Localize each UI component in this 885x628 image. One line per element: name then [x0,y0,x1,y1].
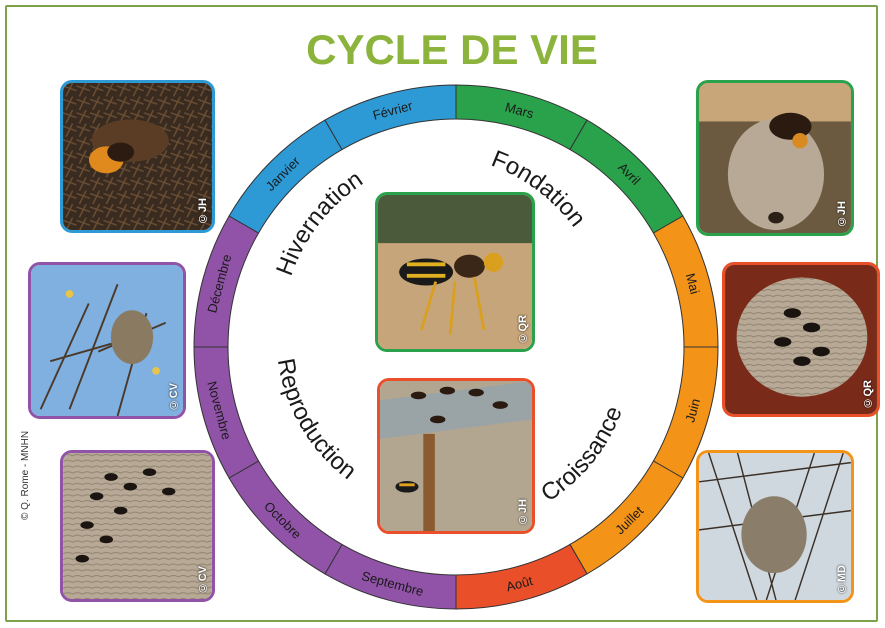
nest-with-workers-photo-icon [725,265,877,414]
photo-credit: ©JH [836,201,848,227]
svg-text:Croissance: Croissance [536,403,628,508]
photo-credit: ©CV [197,566,209,593]
nest-swarm-photo-icon [63,453,212,599]
nest-in-tree-photo-icon [31,265,183,416]
queen-hibernating-photo-icon [63,83,212,230]
nest-in-branches-photo-icon [699,453,851,600]
copyright-text: © Q. Rome - MNHN [20,431,31,520]
hornets-hive-entrance-photo-icon [380,381,532,531]
photo-left-bottom: ©CV [60,450,215,602]
photo-right-bottom: ©MD [696,450,854,603]
svg-text:Reproduction: Reproduction [272,356,361,485]
photo-credit: ©JH [517,499,529,525]
photo-credit: ©JH [197,198,209,224]
photo-center-top: ©QR [375,192,535,352]
photo-credit: ©MD [836,565,848,594]
photo-right-mid: ©QR [722,262,880,417]
photo-credit: ©QR [517,315,529,344]
phase-reproduction: Reproduction [272,356,361,485]
photo-left-top: ©JH [60,80,215,233]
photo-credit: ©QR [862,380,874,409]
primary-nest-photo-icon [699,83,851,233]
hornet-photo-icon [378,195,532,349]
phase-croissance: Croissance [536,403,628,508]
photo-center-bottom: ©JH [377,378,535,534]
page-title: CYCLE DE VIE [306,26,598,73]
photo-credit: ©CV [168,383,180,410]
photo-right-top: ©JH [696,80,854,236]
photo-left-mid: ©CV [28,262,186,419]
